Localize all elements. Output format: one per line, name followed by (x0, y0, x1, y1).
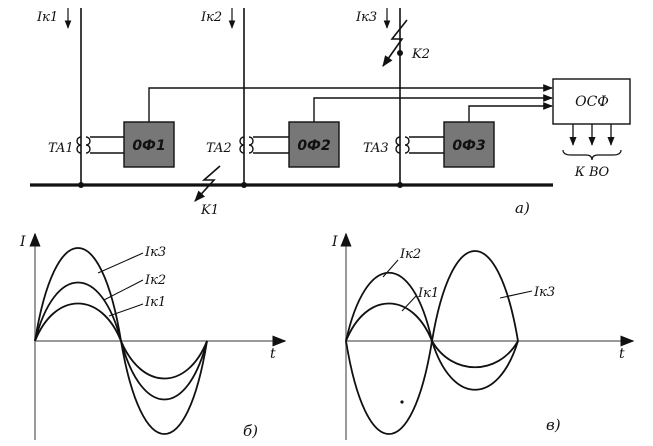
signal-line-2 (313, 94, 553, 122)
leader-v-ik1 (401, 295, 417, 312)
plot-b-y-label: I (19, 234, 26, 250)
curve-v-ik2 (345, 271, 519, 369)
plot-v-x-label: t (619, 346, 625, 362)
signal-line-1 (148, 84, 553, 122)
schematic: Iк1 Iк2 Iк3 TA1 TA2 TA3 0Ф1 0Ф2 0 (30, 8, 631, 218)
curve-b-ik1 (34, 302, 208, 380)
transformer-label-2: TA2 (206, 141, 232, 156)
plot-b-curve-label-3: Iк1 (144, 295, 166, 310)
leader-b-ik3 (97, 252, 144, 274)
fault-point-k2 (397, 50, 403, 56)
caption-b: б) (243, 422, 258, 440)
filter-block-3 (443, 121, 495, 168)
curve-v-ik3 (345, 250, 519, 435)
ct-coil-2 (239, 136, 254, 154)
caption-a: а) (515, 199, 530, 217)
plot-b-curve-label-1: Iк3 (144, 245, 166, 260)
fault-k1-icon (194, 165, 221, 202)
plot-v-curve-label-1: Iк2 (399, 247, 421, 262)
plot-v-y-label: I (331, 234, 338, 250)
leader-v-ik2 (382, 259, 399, 278)
fault-k1-label: K1 (200, 203, 219, 218)
output-label: К ВО (574, 165, 610, 180)
plot-v-curve-label-3: Iк3 (533, 285, 555, 300)
comparator-box (552, 78, 631, 125)
fault-k2-icon (382, 19, 408, 67)
output-brace (562, 149, 622, 161)
signal-line-3 (468, 102, 553, 122)
leader-v-ik3 (499, 290, 533, 299)
plot-b-curve-label-2: Iк2 (144, 273, 166, 288)
filter-label-1: 0Ф1 (132, 138, 165, 154)
leader-b-ik2 (103, 279, 144, 301)
plot-v-curve-label-2: Iк1 (417, 286, 439, 301)
plot-b-x-label: t (270, 346, 276, 362)
filter-block-2 (288, 121, 340, 168)
fault-k2-label: K2 (411, 47, 430, 62)
junction-dot-1 (78, 182, 84, 188)
plot-v: I t Iк2 Iк1 Iк3 в) (331, 232, 635, 440)
filter-label-2: 0Ф2 (297, 138, 330, 154)
stray-dot (400, 400, 404, 404)
plot-b: I t Iк3 Iк2 Iк1 б) (19, 232, 287, 440)
filter-block-1 (123, 121, 175, 168)
junction-dot-3 (397, 182, 403, 188)
junction-dot-2 (241, 182, 247, 188)
current-label-2: Iк2 (200, 10, 222, 25)
current-label-3: Iк3 (355, 10, 377, 25)
leader-b-ik1 (108, 303, 144, 317)
ct1-wires (90, 136, 124, 154)
curve-v-ik1 (345, 302, 519, 391)
ct2-wires (253, 136, 289, 154)
comparator-label: ОСФ (575, 94, 609, 110)
ct3-wires (409, 136, 444, 154)
transformer-label-1: TA1 (48, 141, 74, 156)
filter-label-3: 0Ф3 (452, 138, 485, 154)
ct-coil-3 (395, 136, 410, 154)
caption-v: в) (546, 416, 561, 434)
ct-coil-1 (76, 136, 91, 154)
transformer-label-3: TA3 (363, 141, 389, 156)
current-label-1: Iк1 (36, 10, 58, 25)
